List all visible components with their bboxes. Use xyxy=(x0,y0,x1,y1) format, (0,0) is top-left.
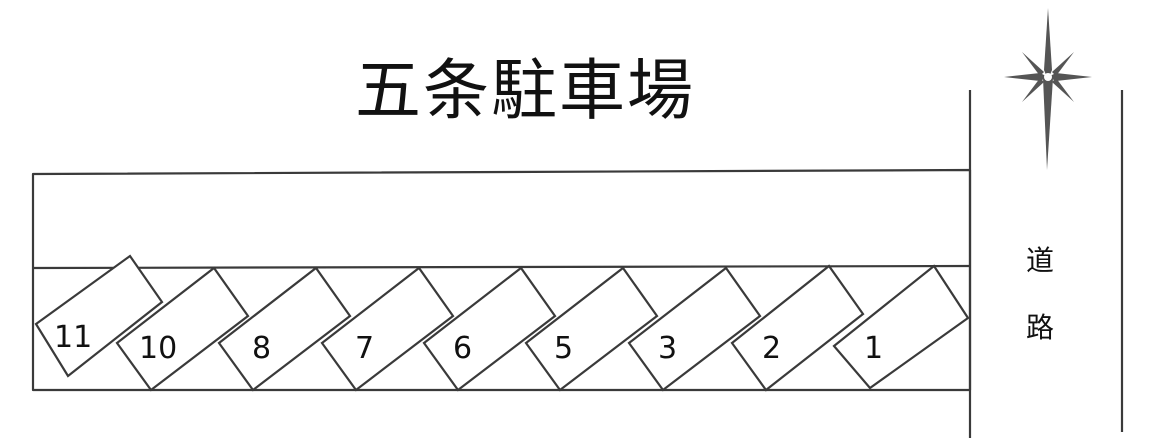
compass-star-icon xyxy=(1004,8,1092,170)
slot-7 xyxy=(320,266,455,392)
slot-number: 8 xyxy=(252,331,272,366)
slot-3 xyxy=(627,266,762,392)
slot-number: 6 xyxy=(453,331,473,366)
parking-lot-title: 五条駐車場 xyxy=(355,52,695,129)
slot-8 xyxy=(217,266,352,392)
slot-5 xyxy=(524,266,659,392)
road-label-line1: 道 xyxy=(1026,244,1055,277)
slot-number: 11 xyxy=(54,320,93,355)
slot-number: 1 xyxy=(864,331,884,366)
slot-10 xyxy=(115,266,250,392)
slot-number: 3 xyxy=(658,331,678,366)
road-label-line2: 路 xyxy=(1026,311,1055,344)
slot-number: 5 xyxy=(554,331,574,366)
lot-divider xyxy=(32,264,971,270)
slot-number: 10 xyxy=(139,331,178,366)
slot-2 xyxy=(730,264,865,392)
slot-1 xyxy=(832,264,970,390)
slot-number: 7 xyxy=(355,331,375,366)
slot-6 xyxy=(422,266,557,392)
parking-slots xyxy=(34,254,970,392)
slot-11 xyxy=(34,254,164,378)
slot-number: 2 xyxy=(762,331,782,366)
